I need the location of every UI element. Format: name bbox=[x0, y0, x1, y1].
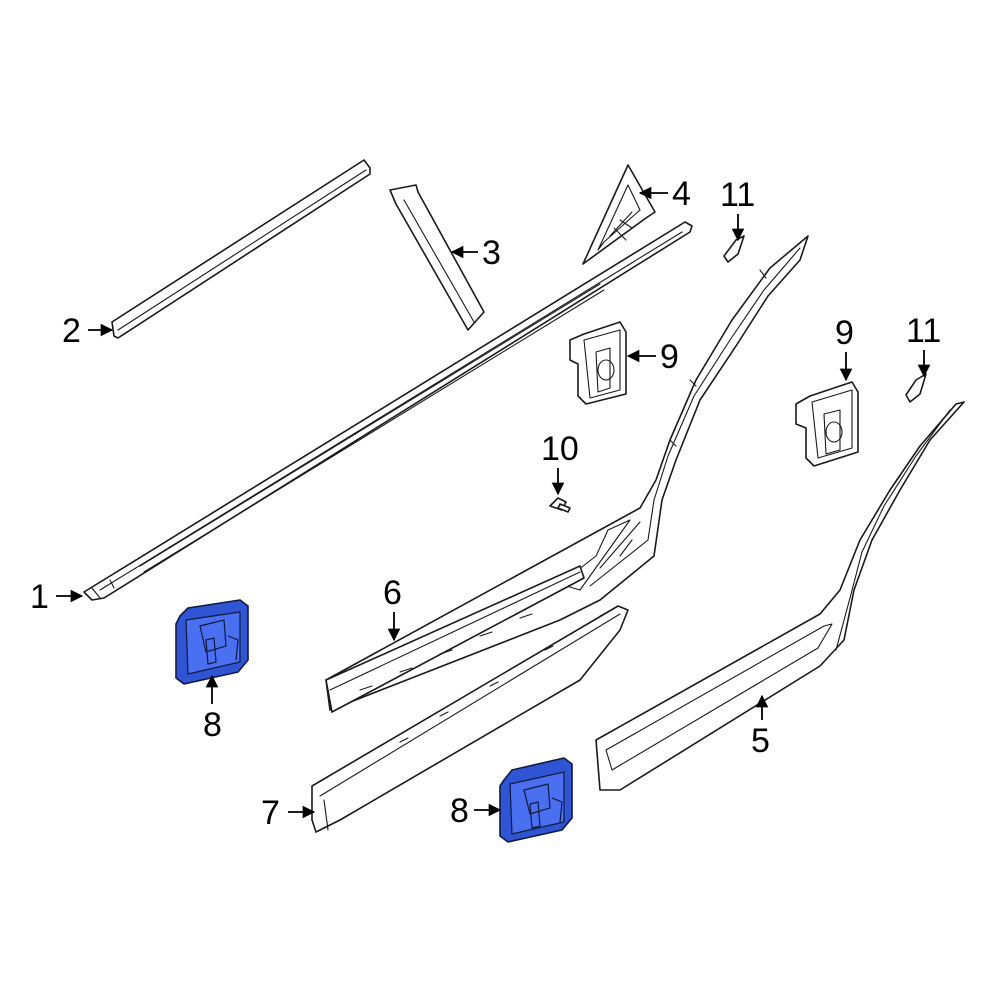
part-6-rocker-strip bbox=[325, 565, 585, 713]
callout-11-left: 11 bbox=[720, 176, 755, 214]
part-9-clip-upper bbox=[569, 321, 627, 405]
callout-7: 7 bbox=[261, 794, 280, 832]
part-8-clip-right bbox=[499, 757, 573, 843]
callout-11-right: 11 bbox=[906, 312, 941, 350]
part-9-clip-lower bbox=[795, 381, 859, 467]
part-4-corner-trim bbox=[582, 164, 656, 265]
part-8-clip-left bbox=[175, 599, 249, 685]
callout-5: 5 bbox=[751, 722, 770, 760]
callout-8-right: 8 bbox=[450, 792, 469, 830]
part-11-clip-left bbox=[723, 235, 745, 263]
callout-10: 10 bbox=[541, 430, 579, 468]
callout-8-left: 8 bbox=[203, 706, 222, 744]
callout-9-upper: 9 bbox=[660, 338, 679, 376]
part-1-belt-moulding bbox=[83, 221, 693, 601]
part-7-sill-trim bbox=[311, 605, 629, 833]
callout-4: 4 bbox=[672, 175, 691, 213]
part-10-screw bbox=[549, 497, 571, 513]
part-2-moulding bbox=[111, 159, 371, 339]
callout-6: 6 bbox=[383, 574, 402, 612]
callout-labels: 1 2 3 4 5 6 7 8 8 9 9 10 11 11 bbox=[30, 175, 941, 832]
callout-3: 3 bbox=[482, 234, 501, 272]
callout-1: 1 bbox=[30, 578, 49, 616]
part-3-pillar-trim bbox=[389, 184, 485, 331]
callout-2: 2 bbox=[62, 312, 81, 350]
part-5-rear-quarter-trim bbox=[595, 401, 965, 791]
part-11-clip-right bbox=[905, 373, 927, 403]
leader-lines bbox=[56, 186, 931, 819]
callout-9-lower: 9 bbox=[835, 314, 854, 352]
